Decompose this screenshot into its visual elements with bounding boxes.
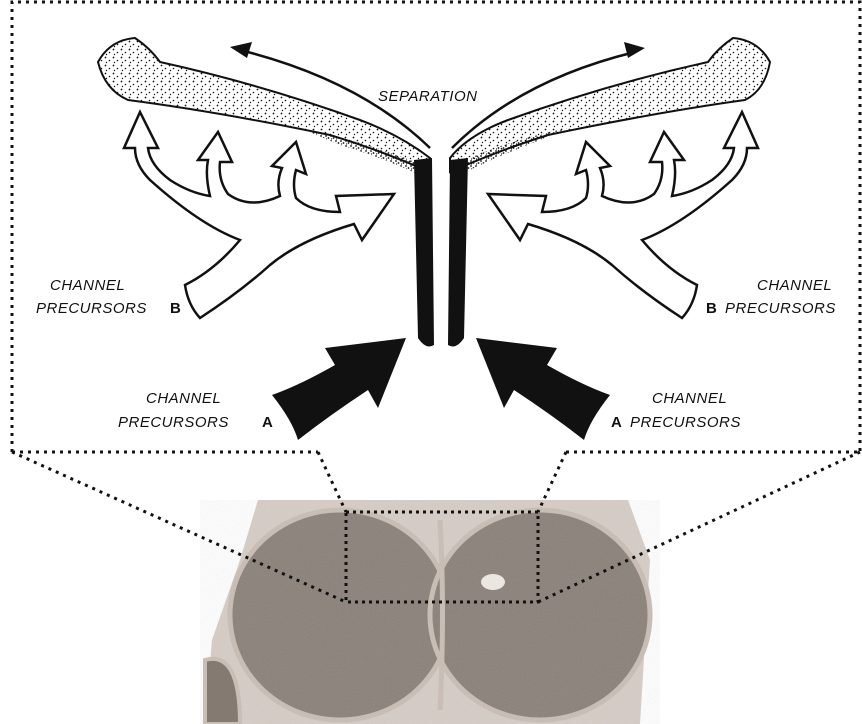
septum-left-half <box>414 158 434 346</box>
septum-right-half <box>448 158 468 346</box>
left-b-label-line2: PRECURSORS <box>36 300 147 317</box>
precursor-a-arrow-right <box>476 338 610 440</box>
right-b-label-line1: CHANNEL <box>757 277 832 294</box>
right-a-letter: A <box>611 414 622 431</box>
right-b-label-line2: PRECURSORS <box>725 300 836 317</box>
precursor-a-arrow-left <box>272 338 406 440</box>
left-a-label-line1: CHANNEL <box>146 390 221 407</box>
micrograph <box>200 500 660 724</box>
septum <box>440 520 443 710</box>
right-a-label-line1: CHANNEL <box>652 390 727 407</box>
left-a-label-line2: PRECURSORS <box>118 414 229 431</box>
separation-label: SEPARATION <box>378 88 477 105</box>
right-b-letter: B <box>706 300 717 317</box>
left-b-label-line1: CHANNEL <box>50 277 125 294</box>
inclusion-body <box>481 574 505 590</box>
left-b-letter: B <box>170 300 181 317</box>
right-a-label-line2: PRECURSORS <box>630 414 741 431</box>
left-a-letter: A <box>262 414 273 431</box>
